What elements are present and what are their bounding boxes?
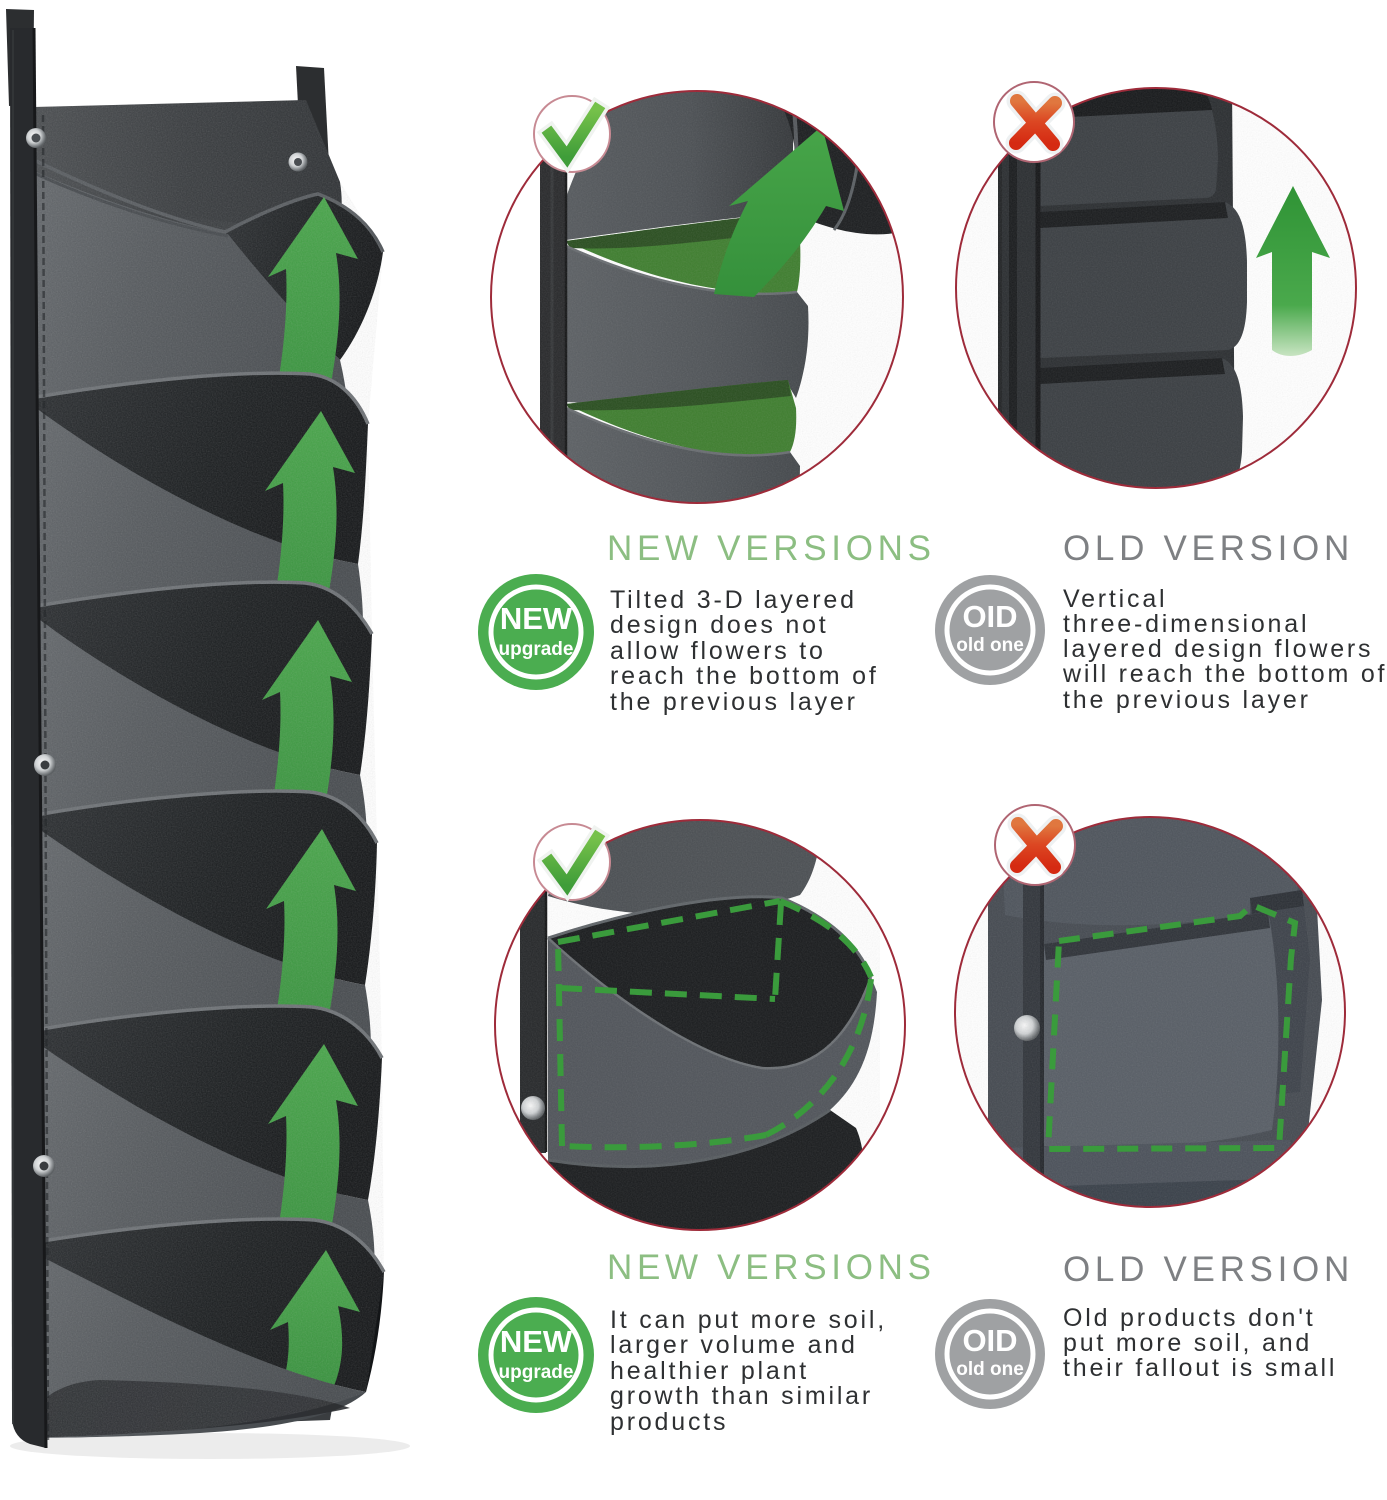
svg-text:put more soil, and: put more soil, and — [1063, 1329, 1312, 1357]
svg-text:their fallout is small: their fallout is small — [1063, 1354, 1337, 1382]
svg-text:NEW: NEW — [500, 601, 573, 636]
svg-text:allow flowers to: allow flowers to — [610, 637, 826, 665]
svg-text:larger volume and: larger volume and — [610, 1331, 858, 1359]
svg-text:three-dimensional: three-dimensional — [1063, 610, 1309, 638]
svg-text:OLD VERSION: OLD VERSION — [1063, 1250, 1354, 1289]
svg-text:Vertical: Vertical — [1063, 585, 1167, 613]
svg-text:the previous layer: the previous layer — [1063, 686, 1311, 714]
svg-text:old one: old one — [956, 1359, 1024, 1380]
svg-text:OID: OID — [962, 1323, 1017, 1358]
svg-text:It can put more soil,: It can put more soil, — [610, 1306, 887, 1334]
svg-text:OLD VERSION: OLD VERSION — [1063, 529, 1354, 568]
svg-text:will reach the bottom of: will reach the bottom of — [1062, 660, 1387, 688]
svg-text:layered design flowers: layered design flowers — [1063, 635, 1373, 663]
svg-text:upgrade: upgrade — [499, 1362, 574, 1383]
svg-text:NEW VERSIONS: NEW VERSIONS — [607, 529, 936, 568]
svg-text:reach the bottom of: reach the bottom of — [610, 662, 879, 690]
svg-text:design does not: design does not — [610, 611, 829, 639]
svg-text:products: products — [610, 1408, 728, 1436]
svg-text:old one: old one — [956, 635, 1024, 656]
svg-text:NEW VERSIONS: NEW VERSIONS — [607, 1248, 936, 1287]
svg-text:OID: OID — [962, 599, 1017, 634]
svg-text:Old products don't: Old products don't — [1063, 1304, 1316, 1332]
svg-text:NEW: NEW — [500, 1324, 573, 1359]
svg-text:healthier plant: healthier plant — [610, 1357, 809, 1385]
svg-text:upgrade: upgrade — [499, 639, 574, 660]
svg-text:growth than similar: growth than similar — [610, 1382, 873, 1410]
svg-text:the previous layer: the previous layer — [610, 688, 858, 716]
svg-text:Tilted 3-D layered: Tilted 3-D layered — [610, 586, 857, 614]
